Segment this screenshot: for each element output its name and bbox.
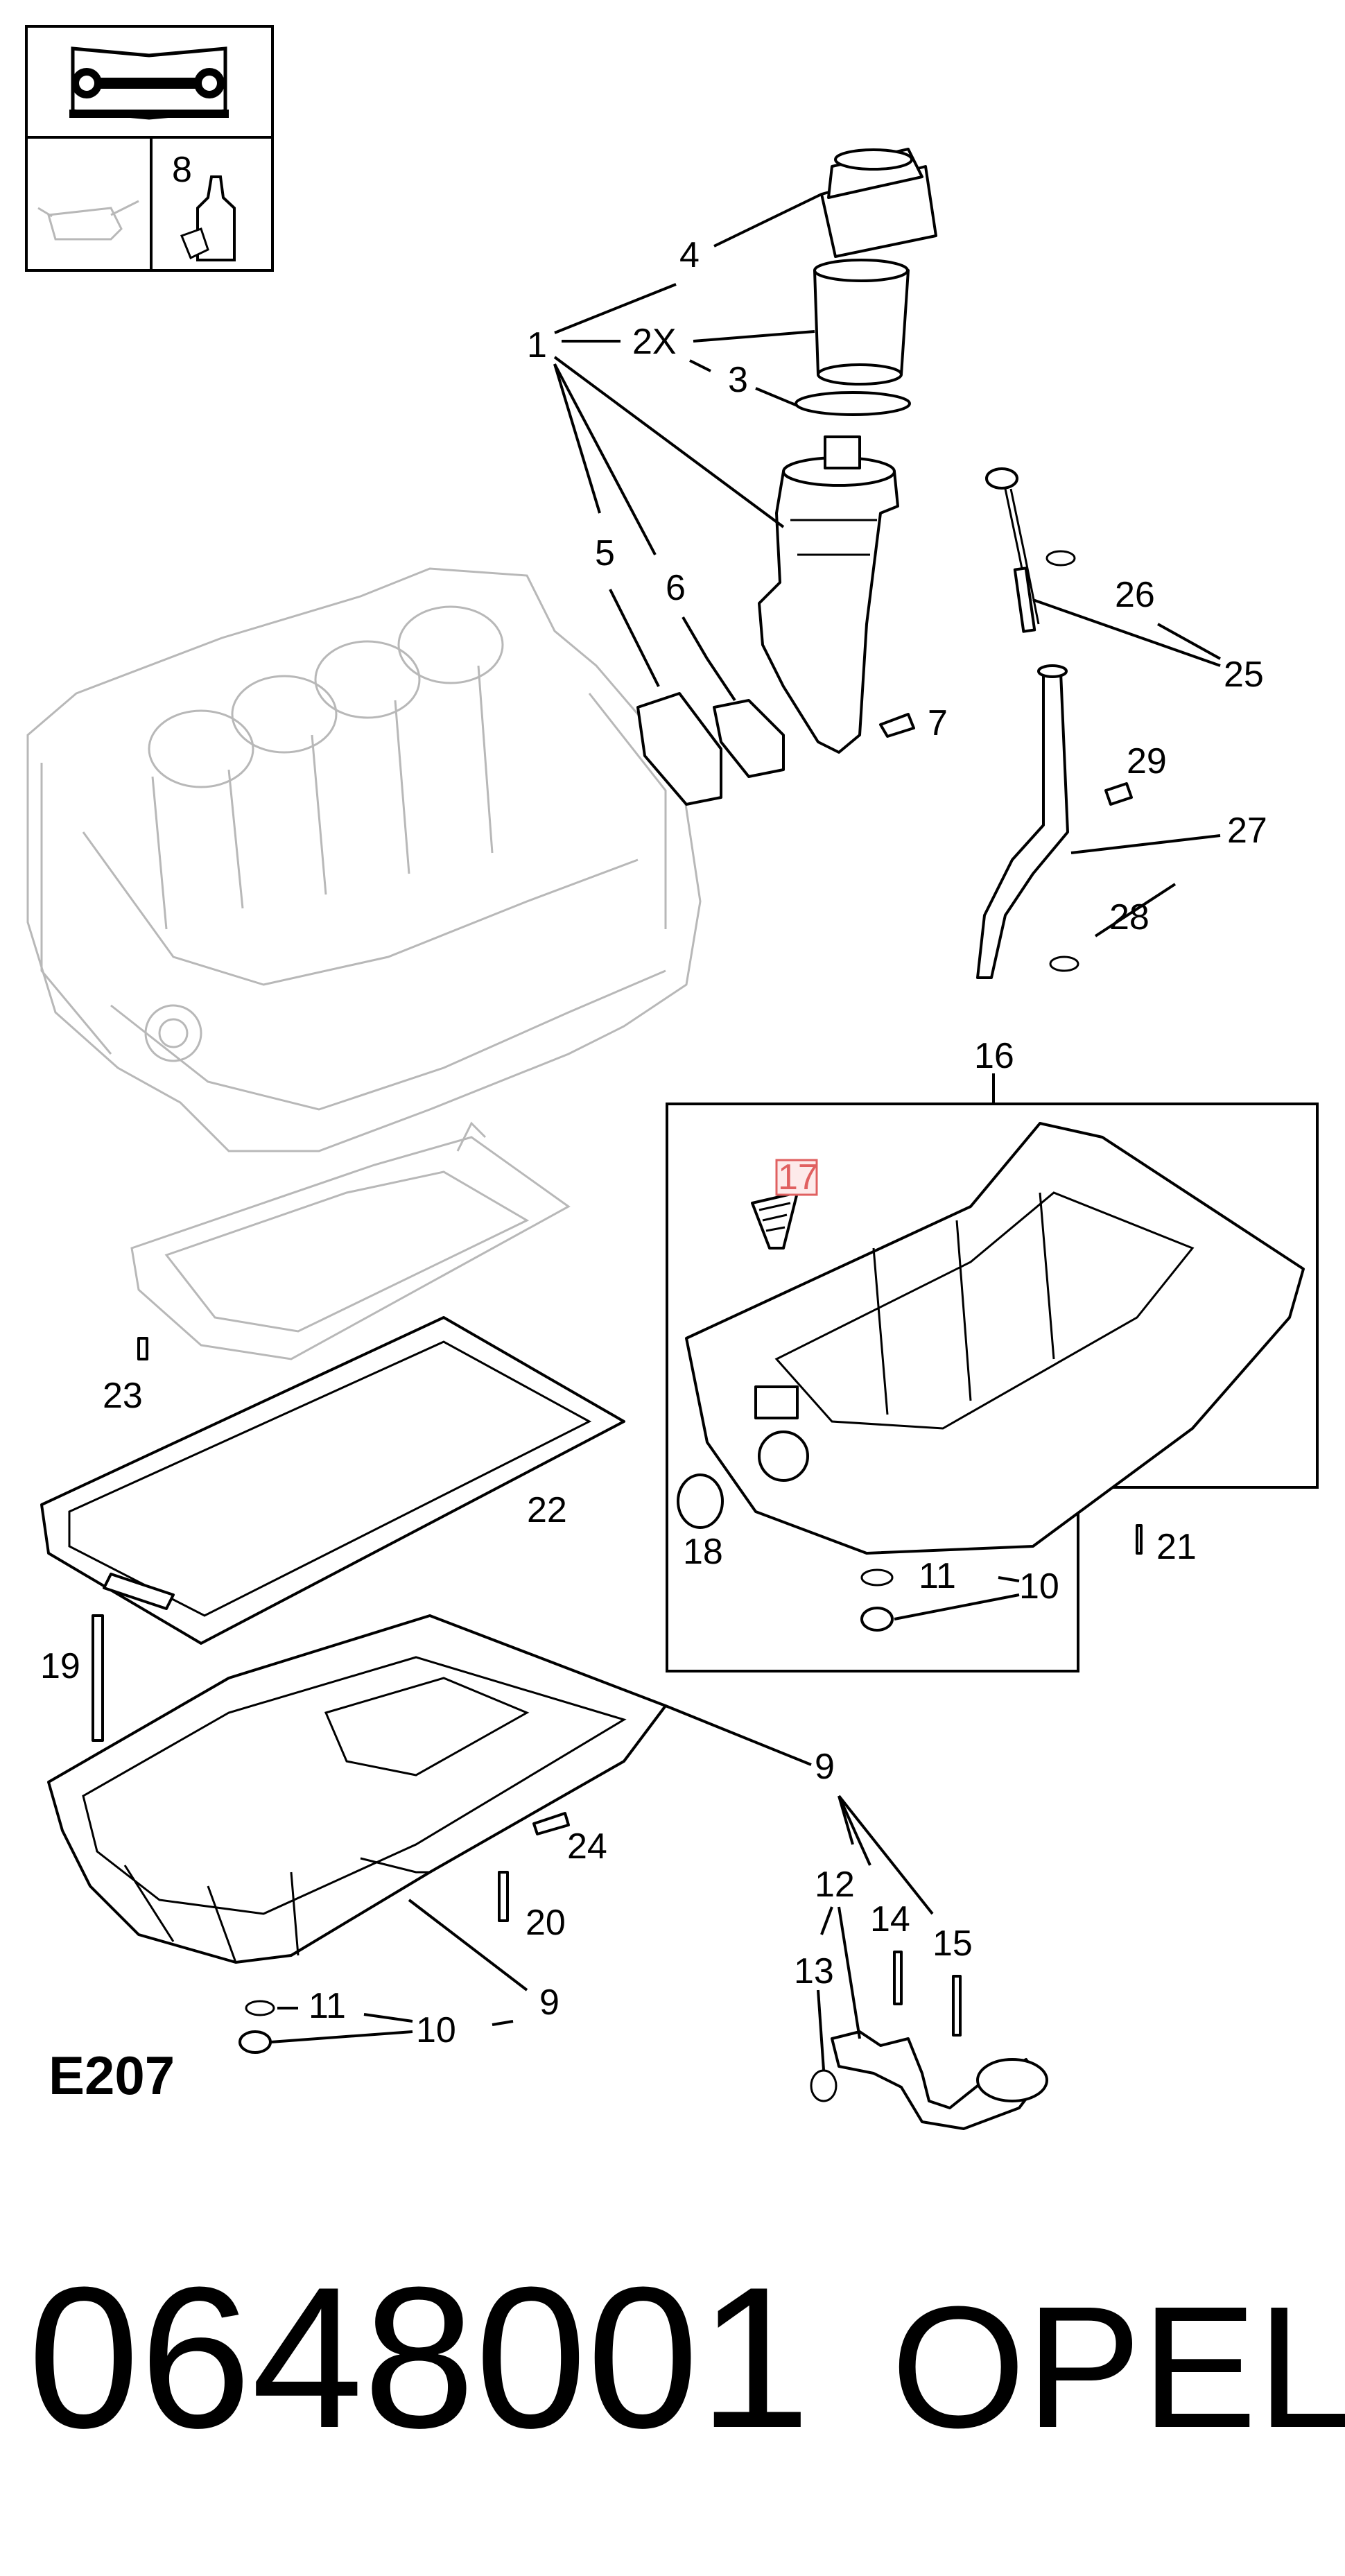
sealant-bottle-icon: 8 <box>172 150 236 261</box>
housing-gasket-5 <box>636 692 722 806</box>
lower-oil-pan <box>47 1614 667 1964</box>
bolt-14 <box>893 1951 903 2005</box>
seal-18 <box>677 1473 724 1529</box>
oil-filter-housing <box>758 435 899 754</box>
bolt-29 <box>1104 782 1133 806</box>
bolt-7 <box>879 713 915 738</box>
o-ring-26 <box>1045 550 1076 567</box>
oil-strainer <box>751 1191 799 1250</box>
brand-name: OPEL <box>891 2270 1345 2464</box>
callout-25: 25 <box>1224 655 1264 695</box>
callout-7: 7 <box>928 703 948 743</box>
callout-3: 3 <box>728 360 748 400</box>
callout-15: 15 <box>932 1924 973 1964</box>
callout-12: 12 <box>815 1865 855 1905</box>
callout-21: 21 <box>1156 1527 1197 1567</box>
callout-22: 22 <box>527 1490 567 1530</box>
bolt-15 <box>952 1975 962 2037</box>
callout-26: 26 <box>1115 575 1155 615</box>
callout-29: 29 <box>1127 741 1167 781</box>
oil-pan-gasket <box>40 1316 625 1645</box>
o-ring-13 <box>810 2069 838 2102</box>
filter-o-ring <box>795 391 911 416</box>
o-ring-28 <box>1049 956 1079 972</box>
callout-11-upper: 11 <box>919 1556 956 1596</box>
oil-can-icon <box>37 200 139 241</box>
housing-gasket-6 <box>713 699 785 778</box>
bolt-20 <box>498 1871 509 1922</box>
callout-23: 23 <box>103 1376 143 1416</box>
callout-2x: 2X <box>632 322 677 362</box>
callout-1: 1 <box>527 325 547 365</box>
leader-lines <box>270 193 1221 2071</box>
oil-filter-cap <box>820 148 937 258</box>
callout-17-highlight <box>775 1159 818 1196</box>
callout-28: 28 <box>1109 897 1149 937</box>
callout-27: 27 <box>1227 811 1267 851</box>
callout-13: 13 <box>794 1951 834 1991</box>
callout-18: 18 <box>683 1532 723 1572</box>
engine-block-illustration <box>26 567 702 1152</box>
manual-wrench-icon <box>69 46 229 120</box>
dipstick <box>985 467 1040 633</box>
callout-19: 19 <box>40 1646 80 1686</box>
callout-5: 5 <box>595 533 615 573</box>
drain-plug-10-upper <box>860 1607 894 1632</box>
dipstick-tube <box>976 664 1069 979</box>
callout-4: 4 <box>679 235 700 275</box>
callout-9-right: 9 <box>815 1747 835 1787</box>
callout-17: 17 <box>778 1157 818 1198</box>
callout-10-lower: 10 <box>416 2010 456 2050</box>
callout-6: 6 <box>666 568 686 608</box>
oil-filter-element <box>813 259 910 386</box>
legend-box: 8 <box>25 25 274 272</box>
drain-plug-10-lower <box>238 2030 272 2054</box>
callout-10-upper: 10 <box>1019 1566 1059 1607</box>
callout-16: 16 <box>974 1036 1014 1076</box>
windage-tray-illustration <box>130 1121 571 1360</box>
callout-11-lower: 11 <box>309 1986 346 2026</box>
stud-19 <box>92 1614 104 1742</box>
callout-14: 14 <box>870 1899 910 1939</box>
oil-pickup-tube <box>831 2030 1048 2130</box>
callout-20: 20 <box>526 1903 566 1943</box>
callout-labels: 1 2X 3 4 5 6 7 9 9 10 10 11 11 12 13 14 … <box>40 235 1267 2050</box>
washer-11-lower <box>245 2000 275 2016</box>
bolt-24 <box>532 1812 570 1835</box>
upper-oil-pan-box <box>666 1103 1319 1672</box>
legend-number: 8 <box>172 150 192 190</box>
bolt-23 <box>137 1337 148 1360</box>
callout-24: 24 <box>567 1826 607 1867</box>
callout-9-left: 9 <box>539 1982 559 2023</box>
part-number: 0648001 <box>28 2245 810 2470</box>
washer-11-upper <box>860 1568 894 1587</box>
bolt-21 <box>1136 1524 1143 1555</box>
reference-code: E207 <box>49 2045 175 2106</box>
